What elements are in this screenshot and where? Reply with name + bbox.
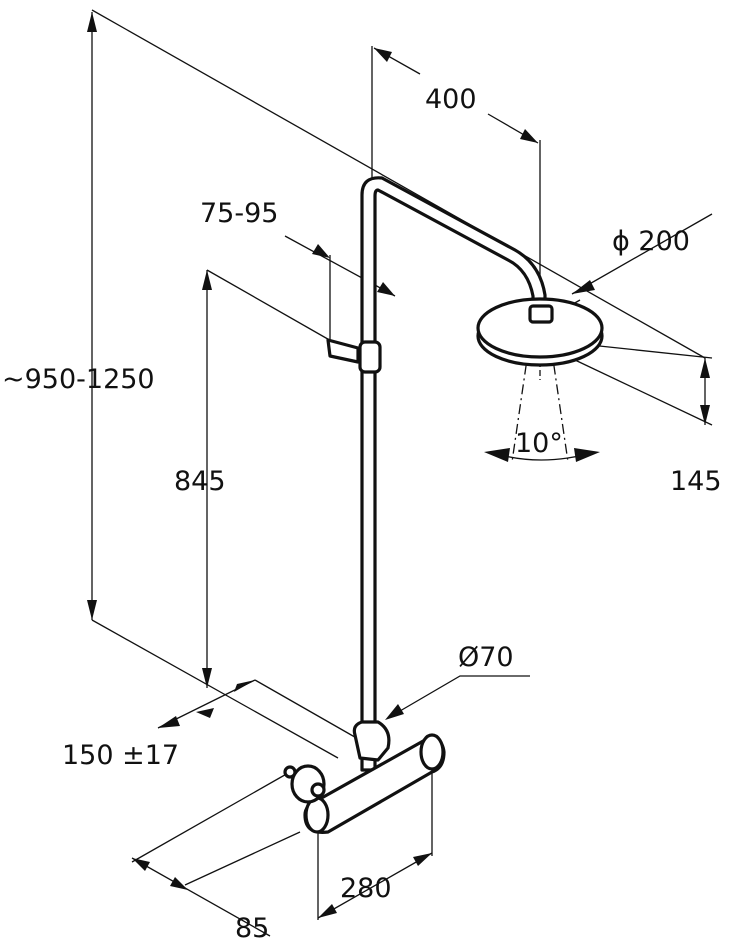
label-arm-projection: 400 <box>425 84 477 115</box>
holder-extension-line <box>206 269 341 347</box>
head-height-ext-bottom <box>574 359 713 426</box>
mixer-right-cap <box>419 733 445 771</box>
label-holder-height: 845 <box>174 466 226 497</box>
holder-dim-line <box>284 235 396 297</box>
head-diameter-leader <box>571 213 713 295</box>
depth-ext-a <box>131 771 291 863</box>
depth-ext-b <box>184 831 301 886</box>
holder-clamp <box>358 340 382 374</box>
label-holder-range: 75-95 <box>200 198 278 229</box>
label-mixer-width: 280 <box>340 873 392 904</box>
dimension-labels: 400 75-95 ϕ 200 ~950-1250 845 145 10° Ø7… <box>2 84 722 944</box>
diverter-knob <box>310 782 326 798</box>
pipe-diameter-leader <box>387 675 530 719</box>
label-wall-distance: 150 ±17 <box>62 740 179 771</box>
mixer-depth-dim-line <box>131 857 271 937</box>
riser-pipe-and-arm <box>360 176 547 772</box>
label-total-height: ~950-1250 <box>2 364 155 395</box>
hand-shower-holder <box>326 338 360 364</box>
head-connector <box>528 304 554 324</box>
shower-head <box>476 297 604 359</box>
wall-extension-line <box>254 679 361 741</box>
label-head-height: 145 <box>670 466 722 497</box>
arrowheads <box>87 12 710 918</box>
pipe-bracket <box>352 720 391 762</box>
label-pipe-diameter: Ø70 <box>458 642 514 673</box>
top-extension-line <box>91 9 706 359</box>
head-height-ext-top <box>589 344 713 359</box>
shower-column <box>283 176 604 834</box>
connector-nut <box>283 765 297 779</box>
label-head-diameter: ϕ 200 <box>612 226 690 257</box>
label-spray-angle: 10° <box>515 428 563 459</box>
mixer-width-dim-line <box>317 852 433 919</box>
bottom-extension-line <box>91 619 339 759</box>
label-mixer-depth: 85 <box>235 913 269 944</box>
